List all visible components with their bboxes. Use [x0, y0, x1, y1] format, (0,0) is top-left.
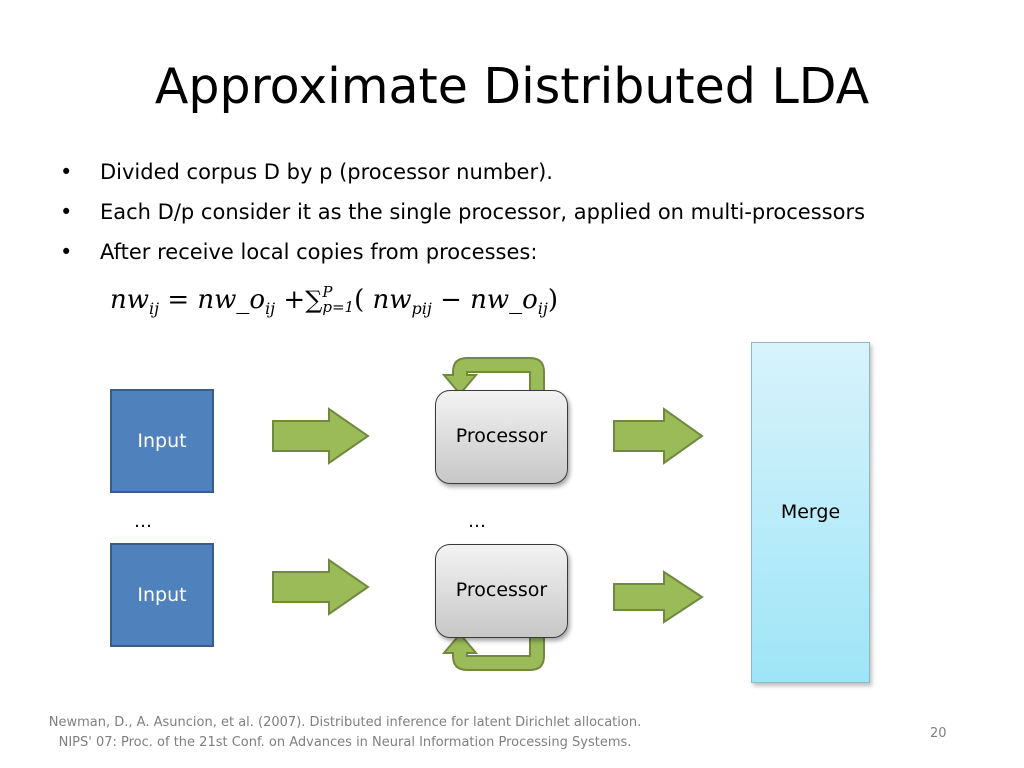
- processor-box-1: Processor: [435, 390, 568, 484]
- bullet-item: • After receive local copies from proces…: [60, 242, 990, 282]
- bullet-dot: •: [60, 160, 73, 184]
- bullet-item: • Each D/p consider it as the single pro…: [60, 202, 990, 242]
- input-box-1: Input: [110, 389, 214, 493]
- formula-term3: nw_oij: [470, 285, 548, 319]
- processor-label: Processor: [455, 425, 548, 447]
- input-label: Input: [137, 430, 187, 452]
- arrow-input-to-processor-1: [272, 407, 370, 465]
- formula-plus: +: [283, 285, 306, 315]
- merge-label: Merge: [780, 501, 841, 523]
- arrow-processor-to-merge-2: [613, 570, 704, 624]
- merge-box: Merge: [751, 342, 870, 683]
- input-label: Input: [137, 584, 187, 606]
- bullet-item: • Divided corpus D by p (processor numbe…: [60, 162, 990, 202]
- formula-term2: nwpij: [372, 285, 432, 319]
- bullet-text: Each D/p consider it as the single proce…: [100, 200, 866, 224]
- bullet-dot: •: [60, 200, 73, 224]
- bullet-text: After receive local copies from processe…: [100, 240, 538, 264]
- formula-lhs: nwij: [110, 285, 160, 319]
- slide-title: Approximate Distributed LDA: [154, 58, 870, 115]
- processor-box-2: Processor: [435, 544, 568, 638]
- bullet-dot: •: [60, 240, 73, 264]
- arrow-input-to-processor-2: [272, 558, 370, 616]
- formula-minus: −: [440, 285, 462, 315]
- ellipsis-processors: …: [468, 511, 486, 532]
- citation-line-1: Newman, D., A. Asuncion, et al. (2007). …: [48, 715, 642, 730]
- page-number: 20: [930, 726, 947, 741]
- feedback-loop-arrow-1: [441, 357, 545, 406]
- formula-term1: nw_oij: [197, 285, 276, 319]
- ellipsis-inputs: …: [134, 511, 152, 532]
- feedback-loop-arrow-2: [441, 620, 545, 671]
- citation-line-2: NIPS' 07: Proc. of the 21st Conf. on Adv…: [58, 735, 632, 750]
- bullet-text: Divided corpus D by p (processor number)…: [100, 160, 553, 184]
- formula-close-paren: ): [547, 285, 559, 315]
- formula-open-paren: (: [354, 285, 365, 315]
- arrow-processor-to-merge-1: [613, 407, 704, 465]
- formula-equals: =: [167, 285, 190, 315]
- input-box-2: Input: [110, 543, 214, 647]
- bullet-list: • Divided corpus D by p (processor numbe…: [60, 162, 990, 282]
- citation: Newman, D., A. Asuncion, et al. (2007). …: [0, 713, 690, 753]
- formula-sum-symbol: ∑: [305, 286, 323, 314]
- processor-label: Processor: [455, 579, 548, 601]
